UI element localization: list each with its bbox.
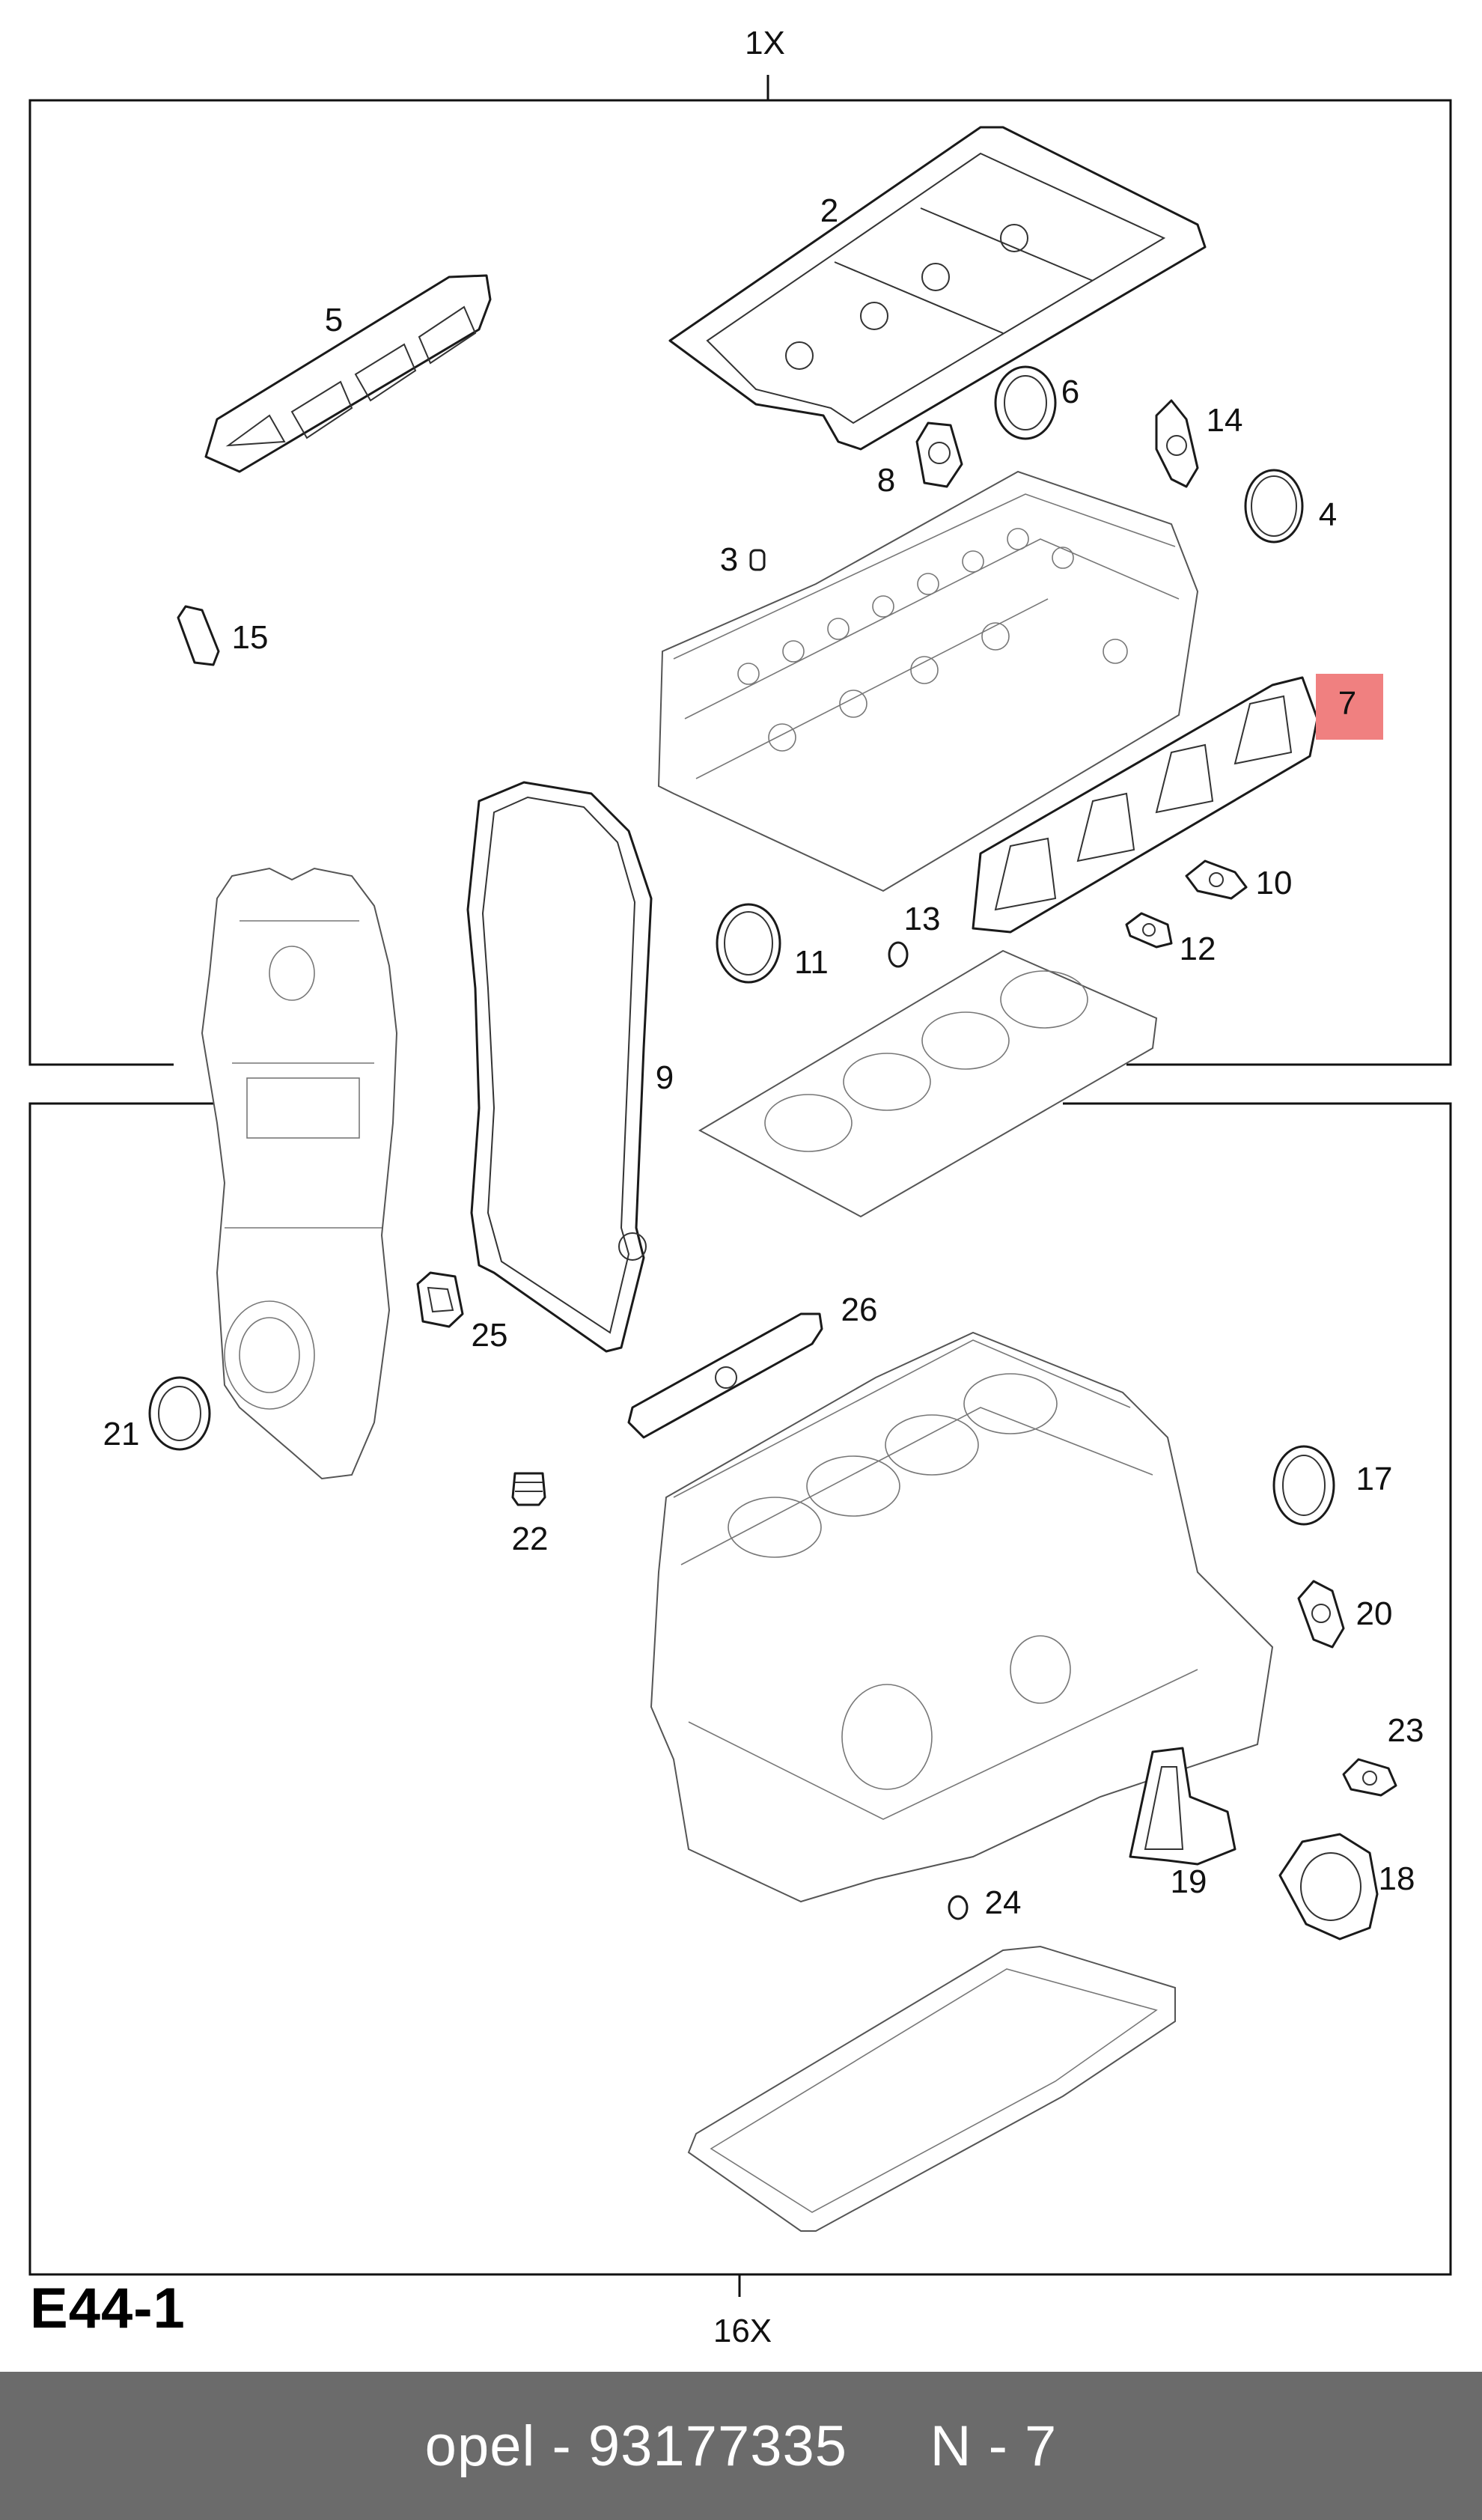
o-ring-13-part [888, 941, 909, 968]
square-gasket-15-part [177, 605, 220, 666]
part-info-footer: opel - 93177335 N - 7 [0, 2372, 1482, 2520]
timing-cover-gasket-part [466, 781, 653, 1353]
callout-part-19: 19 [1171, 1863, 1207, 1900]
callout-part-17: 17 [1356, 1461, 1393, 1497]
seal-ring-11-part [716, 903, 781, 984]
callout-part-26: 26 [841, 1291, 878, 1328]
part-number-text: opel - 93177335 N - 7 [424, 2414, 1058, 2478]
lower-kit-frame [28, 1102, 1452, 2297]
engine-block-drawing [650, 1331, 1274, 1903]
upper-kit-qty: 1X [745, 25, 785, 61]
callout-part-18: 18 [1379, 1860, 1415, 1897]
callout-part-9: 9 [656, 1059, 674, 1096]
callout-part-13: 13 [904, 901, 941, 937]
section-code-label: E44-1 [30, 2277, 186, 2340]
o-ring-24-part [948, 1895, 969, 1920]
gasket-19-part [1129, 1747, 1236, 1866]
exploded-gasket-diagram: 1X 16X [28, 25, 1452, 2349]
lower-kit-qty: 16X [713, 2313, 772, 2349]
oil-pan-gasket-drawing [687, 1945, 1176, 2232]
callout-part-20: 20 [1356, 1595, 1393, 1632]
timing-cover-drawing [201, 867, 398, 1480]
seal-ring-17-part [1272, 1445, 1335, 1526]
gasket-18-part [1278, 1833, 1379, 1941]
callout-part-25: 25 [472, 1317, 508, 1354]
callout-part-10: 10 [1256, 865, 1293, 901]
plug-3-part [749, 549, 766, 571]
callout-part-12: 12 [1180, 931, 1216, 967]
cylinder-head-gasket-drawing [698, 949, 1158, 1218]
upper-kit-frame [28, 75, 1452, 1066]
intake-manifold-gasket-part [204, 274, 492, 473]
plug-22-part [511, 1472, 546, 1506]
seal-ring-6-part [994, 365, 1057, 440]
gasket-25-part [416, 1271, 464, 1328]
callout-part-8: 8 [877, 462, 895, 499]
exhaust-manifold-gasket-part [972, 676, 1319, 934]
callout-part-5: 5 [325, 302, 343, 338]
gasket-10-part [1185, 859, 1248, 900]
callout-part-15: 15 [232, 619, 269, 656]
callout-part-4: 4 [1319, 496, 1337, 533]
callout-part-6: 6 [1061, 374, 1079, 410]
gasket-20-part [1297, 1580, 1345, 1649]
valve-cover-gasket-part [668, 126, 1207, 451]
callout-part-11: 11 [794, 944, 829, 981]
small-gasket-8-part [915, 421, 963, 488]
callout-part-2: 2 [820, 192, 838, 229]
callout-part-7: 7 [1338, 685, 1356, 722]
cylinder-head-drawing [657, 470, 1199, 892]
seal-ring-21-part [148, 1376, 211, 1451]
gasket-12-part [1125, 912, 1173, 949]
gasket-23-part [1342, 1758, 1397, 1797]
o-ring-4-part [1244, 469, 1304, 544]
callout-part-24: 24 [985, 1884, 1022, 1921]
callout-part-23: 23 [1388, 1712, 1424, 1749]
gasket-26-part [627, 1312, 823, 1439]
callout-part-3: 3 [720, 541, 738, 578]
callout-part-14: 14 [1207, 402, 1243, 439]
callout-part-21: 21 [103, 1416, 140, 1452]
callout-labels: 2 5 6 14 8 4 3 15 7 10 13 11 12 9 25 26 … [103, 192, 1424, 1921]
flange-gasket-14-part [1155, 399, 1199, 488]
callout-part-22: 22 [512, 1521, 549, 1557]
highlight-box-part-7 [1316, 674, 1383, 740]
